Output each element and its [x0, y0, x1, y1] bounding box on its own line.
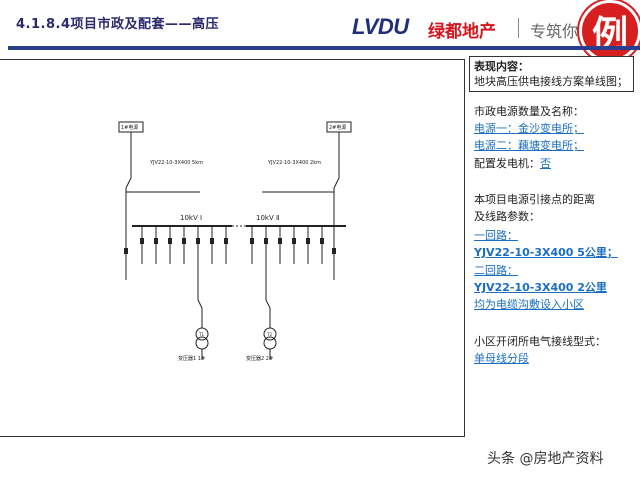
- watermark: 头条 @房地产资料: [487, 451, 604, 467]
- right-bus-label: 10kV Ⅱ: [256, 214, 279, 222]
- right-switch-5: [306, 238, 310, 244]
- left-switch-4: [182, 238, 186, 244]
- tx2-circle-b: [263, 336, 277, 350]
- right-switch-1: [250, 238, 254, 244]
- example-stamp: 例: [579, 0, 640, 62]
- page-title: 4.1.8.4项目市政及配套——高压: [16, 17, 219, 32]
- info-box-title: 表现内容：: [474, 60, 529, 73]
- left-switch-3: [168, 238, 172, 244]
- left-cable-label: YJV22-10-3X400 5km: [149, 160, 203, 166]
- tx2-circle-a: [263, 327, 277, 341]
- source2-link[interactable]: 电源二：藕塘变电所；: [474, 139, 584, 152]
- generator-value[interactable]: 否: [540, 157, 551, 170]
- right-switch-3: [278, 238, 282, 244]
- left-switch-6: [210, 238, 214, 244]
- right-feeder-line: [333, 132, 340, 218]
- left-switch-2: [154, 238, 158, 244]
- left-feeder-line: [125, 132, 132, 218]
- laying-link[interactable]: 均为电缆沟敷设入小区: [474, 298, 584, 311]
- info-box-body: 地块高压供电接线方案单线图；: [474, 75, 628, 88]
- single-line-diagram: 1#电源 2#电源 YJV22-10-3X400 5km YJV22-10-3X…: [0, 59, 465, 437]
- power-heading: 市政电源数量及名称：: [474, 105, 584, 118]
- source1-link[interactable]: 电源一：金沙变电所；: [474, 122, 584, 135]
- tx2-label: T2: [266, 332, 272, 337]
- left-source-label: 1#电源: [121, 124, 138, 131]
- brand-slogan: 专筑你: [530, 22, 579, 41]
- right-source-label: 2#电源: [329, 124, 346, 131]
- tx1-label: T1: [198, 332, 204, 337]
- right-switch-6: [320, 238, 324, 244]
- logo-divider: [518, 18, 519, 38]
- left-switch-5: [196, 238, 200, 244]
- left-tx-label: 变压器1 1#: [178, 355, 205, 362]
- brand-logo: LVDU: [352, 14, 409, 39]
- diagram-svg: 1#电源 2#电源 YJV22-10-3X400 5km YJV22-10-3X…: [118, 121, 352, 362]
- right-incomer-switch: [332, 248, 336, 254]
- left-switch-7: [224, 238, 228, 244]
- tx1-circle-b: [195, 336, 209, 350]
- wiring-value[interactable]: 单母线分段: [474, 352, 529, 365]
- line1-label[interactable]: 一回路：: [474, 229, 518, 242]
- tx1-circle-a: [195, 327, 209, 341]
- line1-value[interactable]: YJV22-10-3X400 5公里；: [474, 246, 618, 259]
- right-cable-label: YJV22-10-3X400 2km: [267, 160, 321, 166]
- info-box: 表现内容： 地块高压供电接线方案单线图；: [469, 56, 634, 92]
- wiring-heading: 小区开闭所电气接线型式：: [474, 335, 606, 348]
- line2-value[interactable]: YJV22-10-3X400 2公里: [474, 281, 607, 294]
- generator-label: 配置发电机：: [474, 157, 540, 170]
- generator-row: 配置发电机：否: [474, 156, 551, 172]
- left-tx-branch: [197, 264, 203, 328]
- distance-heading-1: 本项目电源引接点的距离: [474, 193, 595, 206]
- distance-heading-2: 及线路参数：: [474, 210, 540, 223]
- brand-name: 绿都地产: [428, 22, 496, 42]
- left-bus-label: 10kV Ⅰ: [180, 214, 202, 222]
- right-switch-4: [292, 238, 296, 244]
- header-rule: [8, 46, 640, 50]
- line2-label[interactable]: 二回路：: [474, 264, 518, 277]
- right-tx-label: 变压器2 2#: [246, 355, 273, 362]
- right-tx-branch: [265, 264, 271, 328]
- right-switch-2: [264, 238, 268, 244]
- left-incomer-switch: [124, 248, 128, 254]
- left-switch-1: [140, 238, 144, 244]
